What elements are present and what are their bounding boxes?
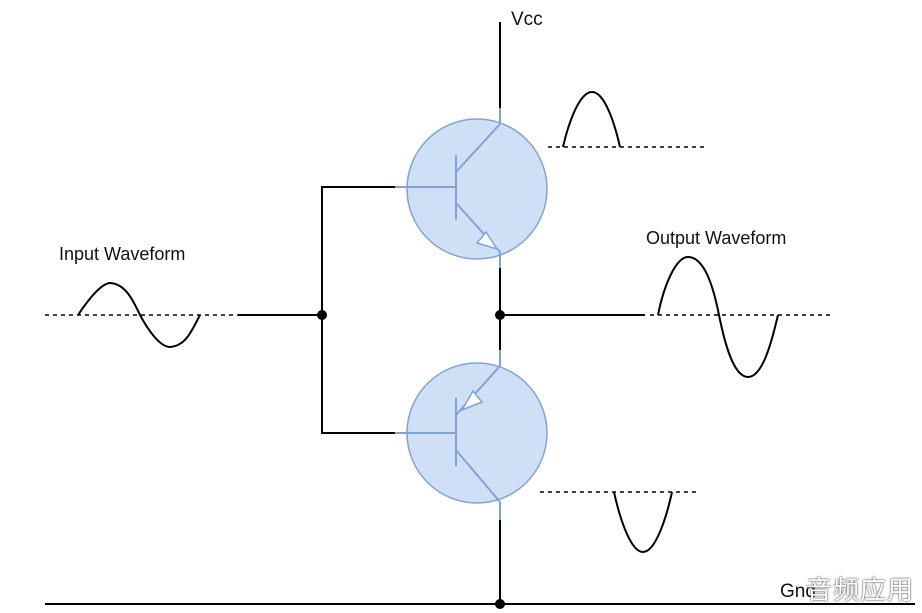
output-waveform — [657, 255, 779, 379]
watermark-text: 音频应用 — [805, 576, 914, 606]
npn-emitter-arrow — [475, 230, 499, 251]
output-waveform-label: Output Waveform — [646, 228, 786, 248]
npn-body — [406, 118, 548, 260]
junction-dot-input — [317, 310, 327, 320]
wiring — [45, 22, 915, 605]
base-bus-wire — [321, 186, 395, 434]
gnd-label: Gnd — [780, 581, 816, 602]
input-waveform-label: Input Waveform — [59, 244, 185, 264]
bottom-half-waveform — [613, 491, 673, 554]
junction-dot-output — [495, 310, 505, 320]
pnp-transistor — [395, 350, 548, 520]
pnp-collector-lead — [455, 449, 501, 503]
npn-transistor — [395, 108, 548, 268]
junction-dot-ground — [495, 599, 505, 609]
vcc-label: Vcc — [511, 9, 543, 30]
pnp-emitter-arrow — [460, 389, 484, 412]
input-waveform — [77, 281, 201, 349]
npn-collector-lead — [455, 123, 501, 173]
top-half-waveform — [562, 90, 621, 148]
